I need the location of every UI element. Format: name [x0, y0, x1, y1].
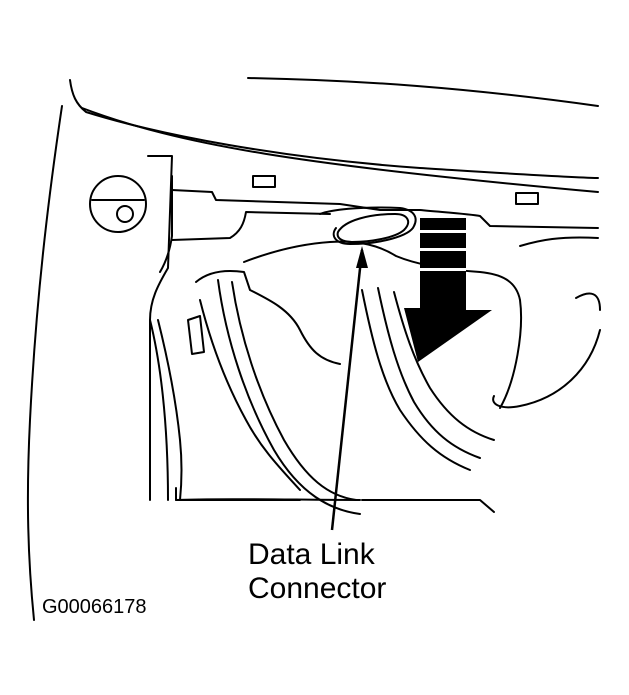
steering-column-base [149, 319, 169, 501]
callout-leader-tip [356, 246, 368, 268]
callout-line-2: Connector [248, 572, 387, 605]
center-tunnel-left [175, 487, 301, 501]
column-curve-mid [361, 289, 471, 471]
arrow-body [404, 218, 492, 362]
column-curve-inner [231, 281, 357, 501]
vent-slot-left [252, 175, 276, 188]
knee-panel-right-curve [575, 292, 601, 311]
column-curve-mid-3 [393, 291, 495, 441]
column-curve-mid-2 [377, 287, 481, 459]
left-lower-trim [195, 270, 341, 365]
console-left-edge [157, 319, 183, 501]
knee-panel-outline [243, 240, 523, 409]
lower-dash-top [171, 189, 599, 229]
arrow-stripe-2 [420, 248, 466, 251]
vent-slot-right [515, 192, 539, 205]
round-knob-inner [116, 205, 134, 223]
center-tunnel-right [361, 499, 495, 513]
round-knob-outer [89, 175, 147, 233]
lower-dash-shelf [171, 211, 331, 241]
right-bulge [492, 329, 601, 409]
left-pillar [26, 105, 63, 621]
connector-recess [319, 206, 417, 245]
steering-column-panel [147, 155, 173, 501]
arrow-stripe-3 [420, 268, 466, 271]
figure-id: G00066178 [42, 596, 147, 618]
left-lower-trim-tab [187, 315, 205, 355]
left-lower-trim-inner [199, 299, 301, 491]
callout-line-1: Data Link [248, 538, 375, 571]
callout-leader-line [330, 249, 364, 531]
callout-label: Data Link Connector [248, 538, 386, 606]
location-arrow [404, 218, 492, 362]
dash-upper-inner [81, 107, 599, 193]
column-curve-outer [217, 279, 361, 515]
center-bottom-edge [175, 498, 361, 501]
steering-column-inner [159, 175, 173, 273]
dash-top-edge [247, 77, 599, 107]
right-curve-panel [519, 236, 599, 247]
arrow-stripe-1 [420, 230, 466, 233]
